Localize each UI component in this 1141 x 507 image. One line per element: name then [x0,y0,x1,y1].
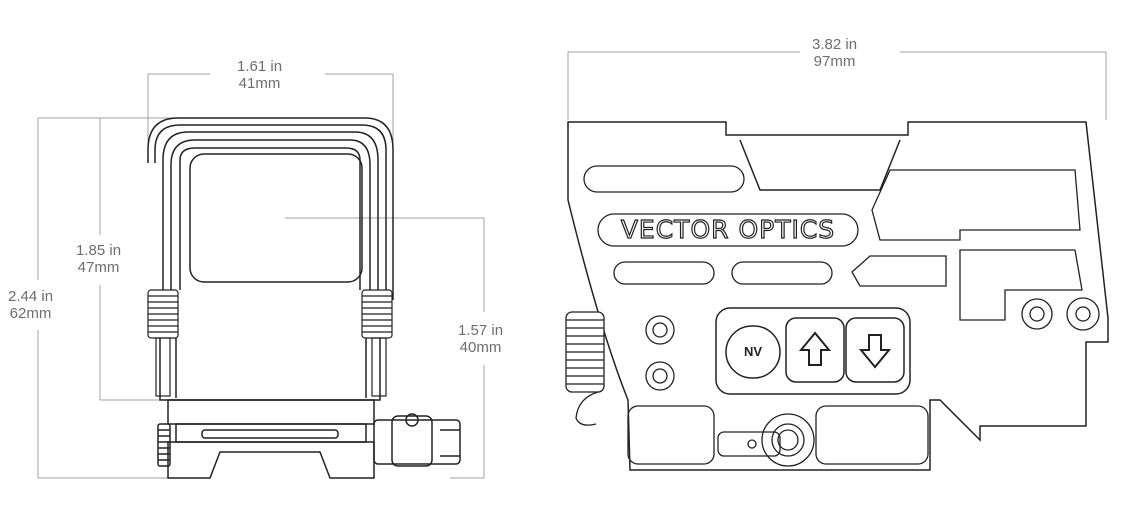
total-height-metric: 62mm [9,305,52,322]
front-mount [157,399,461,479]
window-height-dimension: 1.85 in 47mm [74,242,124,276]
width-dimension: 1.61 in 41mm [235,58,285,92]
window-height-imperial: 1.85 in [76,242,122,259]
width-imperial: 1.61 in [237,58,283,75]
button-panel [715,307,911,395]
sight-window [189,153,363,283]
side-view [565,51,1109,471]
side-knob [565,311,605,426]
length-metric: 97mm [813,53,856,70]
brand-logo: VECTOR OPTICS [620,214,836,244]
front-dimension-lines [37,73,485,479]
width-metric: 41mm [238,75,281,92]
axis-height-metric: 40mm [459,339,502,356]
front-view [37,73,485,479]
axis-height-dimension: 1.57 in 40mm [456,322,506,356]
total-height-imperial: 2.44 in [8,288,54,305]
side-knobs [147,289,393,397]
length-dimension: 3.82 in 97mm [810,36,860,70]
length-imperial: 3.82 in [812,36,858,53]
screws [645,297,1100,391]
side-mount [627,405,929,467]
window-height-metric: 47mm [77,259,120,276]
up-arrow-icon [798,331,832,366]
front-body [159,290,381,401]
nv-button-label: NV [743,344,763,359]
side-cutouts [583,165,1083,321]
brand-plate [597,213,859,247]
total-height-dimension: 2.44 in 62mm [6,288,56,322]
side-housing-outline [567,121,1109,471]
down-arrow-icon [858,334,892,369]
axis-height-imperial: 1.57 in [458,322,504,339]
hood-outline [147,117,394,300]
side-dimension-lines [567,51,1107,120]
